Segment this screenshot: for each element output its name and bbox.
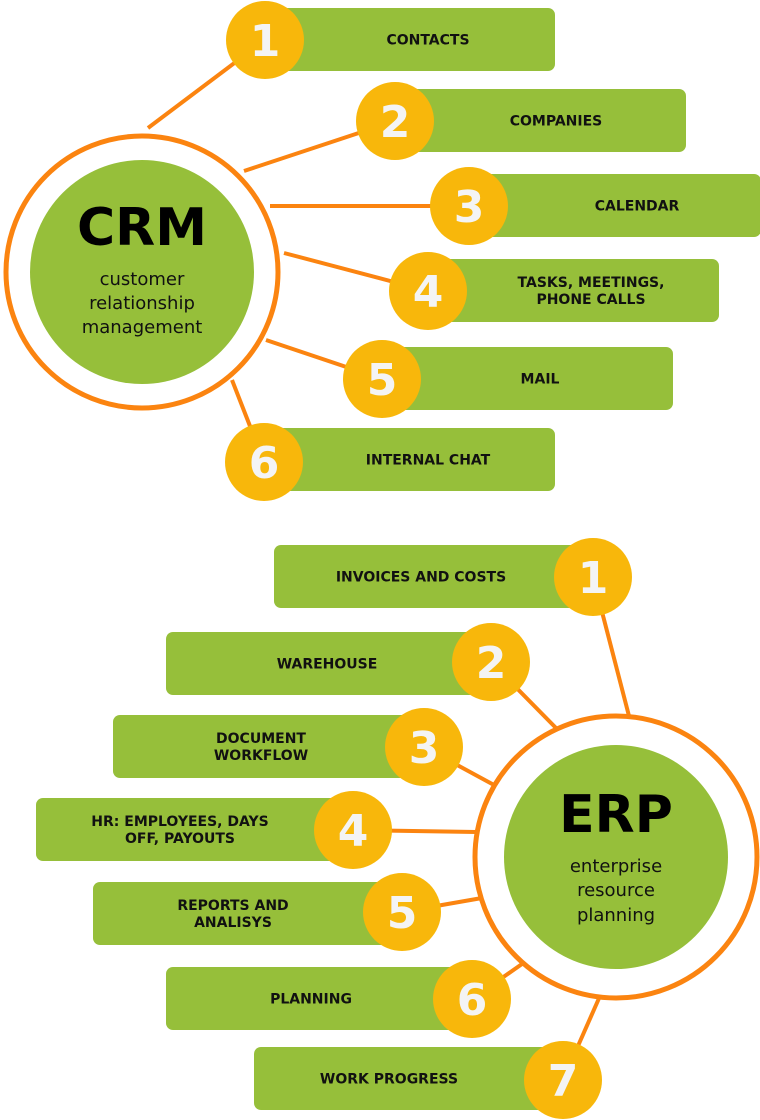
erp-item-1: INVOICES AND COSTS 1 — [274, 538, 632, 616]
erp-hub-subtitle-line: planning — [577, 905, 655, 926]
crm-hub: CRM customer relationship management — [3, 133, 281, 411]
crm-item-4: TASKS, MEETINGS,PHONE CALLS 4 — [389, 252, 719, 330]
erp-item-number-badge — [524, 1041, 602, 1119]
crm-hub-title: CRM — [77, 198, 207, 258]
crm-item-label: CONTACTS — [386, 33, 469, 49]
crm-item-number: 4 — [413, 267, 444, 318]
erp-item-number: 6 — [457, 975, 488, 1026]
crm-item-label: TASKS, MEETINGS, — [518, 275, 665, 291]
erp-item-number: 5 — [387, 888, 418, 939]
erp-item-number-badge — [385, 708, 463, 786]
erp-item-label: OFF, PAYOUTS — [125, 831, 235, 847]
crm-item-number: 5 — [367, 355, 398, 406]
erp-item-label: WAREHOUSE — [277, 657, 378, 673]
crm-item-number-badge — [225, 423, 303, 501]
erp-item-number-badge — [363, 873, 441, 951]
erp-item-6: PLANNING 6 — [166, 960, 511, 1038]
crm-item-bar — [392, 89, 686, 152]
crm-hub-subtitle-line: management — [82, 317, 203, 338]
erp-item-label: PLANNING — [270, 992, 352, 1008]
crm-item-label: MAIL — [521, 372, 560, 388]
erp-hub-subtitle-line: resource — [577, 880, 655, 901]
crm-item-number: 1 — [250, 16, 281, 67]
erp-item-bar — [254, 1047, 564, 1110]
crm-item-1: CONTACTS 1 — [226, 1, 555, 79]
erp-item-bar — [113, 715, 425, 778]
erp-hub: ERP enterprise resource planning — [472, 713, 760, 1001]
crm-hub-disc — [30, 160, 254, 384]
erp-item-label: REPORTS AND — [177, 898, 288, 914]
crm-item-number: 6 — [249, 438, 280, 489]
erp-item-bar — [166, 967, 472, 1030]
erp-item-label: INVOICES AND COSTS — [336, 570, 506, 586]
erp-item-number-badge — [433, 960, 511, 1038]
erp-item-label: DOCUMENT — [216, 731, 306, 747]
erp-item-7: WORK PROGRESS 7 — [254, 1041, 602, 1119]
crm-item-bar — [248, 428, 555, 491]
erp-hub-title: ERP — [559, 785, 673, 845]
crm-item-number: 3 — [454, 182, 485, 233]
erp-item-number: 4 — [338, 806, 369, 857]
crm-item-label: INTERNAL CHAT — [366, 453, 491, 469]
erp-item-number: 3 — [409, 723, 440, 774]
erp-item-number: 2 — [476, 638, 507, 689]
erp-item-label: WORKFLOW — [214, 748, 308, 764]
erp-hub-subtitle-line: enterprise — [570, 856, 662, 877]
crm-item-number-badge — [226, 1, 304, 79]
erp-item-number-badge — [314, 791, 392, 869]
erp-item-bar — [166, 632, 492, 695]
erp-item-bar — [36, 798, 356, 861]
crm-item-bar — [380, 347, 673, 410]
crm-hub-subtitle-line: customer — [100, 269, 185, 290]
crm-item-number-badge — [430, 167, 508, 245]
crm-item-5: MAIL 5 — [343, 340, 673, 418]
crm-item-6: INTERNAL CHAT 6 — [225, 423, 555, 501]
crm-item-number: 2 — [380, 97, 411, 148]
crm-item-number-badge — [389, 252, 467, 330]
erp-item-label: HR: EMPLOYEES, DAYS — [91, 814, 268, 830]
crm-hub-subtitle-line: relationship — [89, 293, 195, 314]
crm-item-number-badge — [356, 82, 434, 160]
crm-item-3: CALENDAR 3 — [430, 167, 760, 245]
erp-item-2: WAREHOUSE 2 — [166, 623, 530, 701]
crm-item-label: COMPANIES — [510, 114, 603, 130]
erp-item-number: 7 — [548, 1056, 579, 1107]
erp-hub-disc — [504, 745, 728, 969]
crm-item-label: CALENDAR — [595, 199, 680, 215]
crm-item-bar — [468, 174, 760, 237]
crm-item-number-badge — [343, 340, 421, 418]
erp-item-number-badge — [554, 538, 632, 616]
erp-item-bar — [93, 882, 405, 945]
crm-item-2: COMPANIES 2 — [356, 82, 686, 160]
crm-item-label: PHONE CALLS — [536, 292, 645, 308]
crm-item-bar — [262, 8, 555, 71]
erp-item-label: ANALISYS — [194, 915, 272, 931]
erp-item-number: 1 — [578, 553, 609, 604]
erp-item-bar — [274, 545, 592, 608]
crm-item-bar — [428, 259, 719, 322]
erp-item-label: WORK PROGRESS — [320, 1072, 458, 1088]
erp-item-number-badge — [452, 623, 530, 701]
